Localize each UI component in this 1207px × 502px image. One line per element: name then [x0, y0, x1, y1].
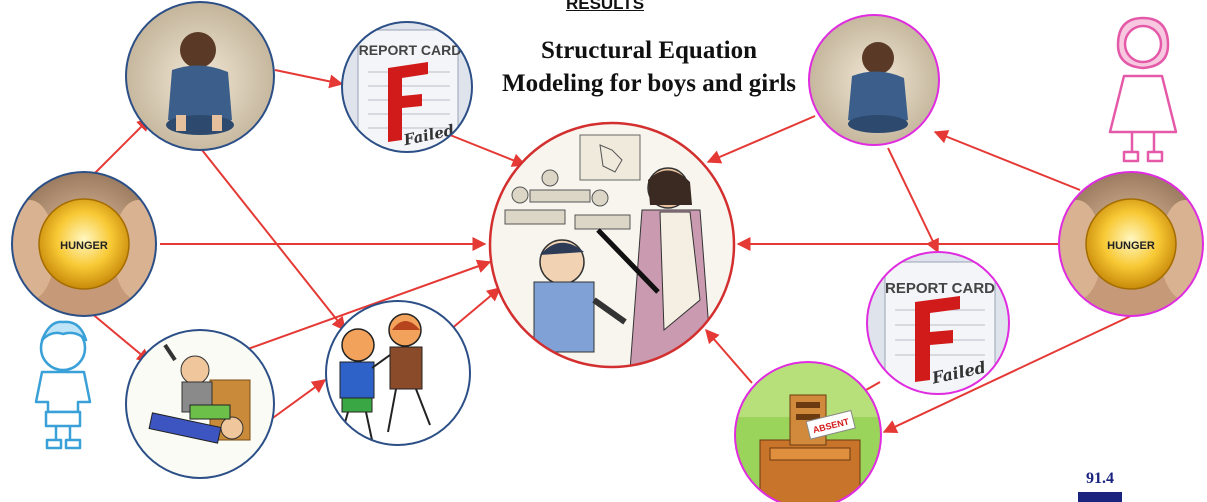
hunger-bowl-icon: [38, 198, 130, 290]
arrow-absent-center: [705, 328, 753, 384]
report-card-title-boys: REPORT CARD: [359, 42, 462, 58]
page-title: RESULTS: [565, 0, 645, 13]
arrow-boyhunger-beating: [89, 311, 152, 363]
boy-figure-icon: [34, 320, 92, 450]
arrow-sadboy-reportcard: [274, 69, 344, 89]
arrow-sadboy-fighting: [201, 149, 346, 332]
classroom-center-node: [488, 121, 736, 369]
arrow-beating-fighting: [269, 379, 327, 421]
fighting-kids-node: [325, 300, 471, 446]
arrow-fighting-center: [449, 287, 502, 331]
grade-f-icon: [388, 62, 428, 142]
hunger-node-boys: HUNGER: [11, 171, 157, 317]
hunger-label-boys: HUNGER: [60, 240, 108, 252]
subtitle-line-2: Modeling for boys and girls: [501, 70, 797, 97]
arrow-boyhunger-sadboy: [89, 117, 151, 179]
arrow-sadgirl-reportcard: [887, 147, 939, 254]
arrow-sadgirl-center: [706, 115, 816, 164]
report-card-node-boys: REPORT CARD Failed: [341, 21, 473, 153]
hunger-node-girls: HUNGER: [1058, 171, 1204, 317]
arrow-girlhunger-absent: [882, 313, 1136, 433]
subtitle-line-1: Structural Equation: [540, 37, 757, 64]
absent-classroom-node: ABSENT: [734, 361, 882, 502]
corporal-punishment-node: [125, 329, 275, 479]
sad-boy-node: [125, 1, 275, 151]
grade-f-icon: [915, 296, 960, 382]
report-card-title-girls: REPORT CARD: [885, 280, 995, 297]
arrow-girlhunger-sadgirl: [933, 130, 1081, 191]
sad-girl-node: [808, 14, 940, 146]
report-card-node-girls: REPORT CARD Failed: [866, 251, 1010, 395]
girl-figure-icon: [1108, 16, 1178, 163]
arrow-reportcard-center: [449, 134, 527, 167]
hunger-bowl-icon: [1085, 198, 1177, 290]
page-number-underline: [1078, 492, 1122, 502]
hunger-label-girls: HUNGER: [1107, 240, 1155, 252]
arrows: [89, 69, 1136, 433]
arrow-beating-center: [244, 259, 492, 351]
diagram-subtitle: Structural Equation Modeling for boys an…: [490, 34, 808, 100]
page-number: 91.4: [1086, 470, 1114, 487]
